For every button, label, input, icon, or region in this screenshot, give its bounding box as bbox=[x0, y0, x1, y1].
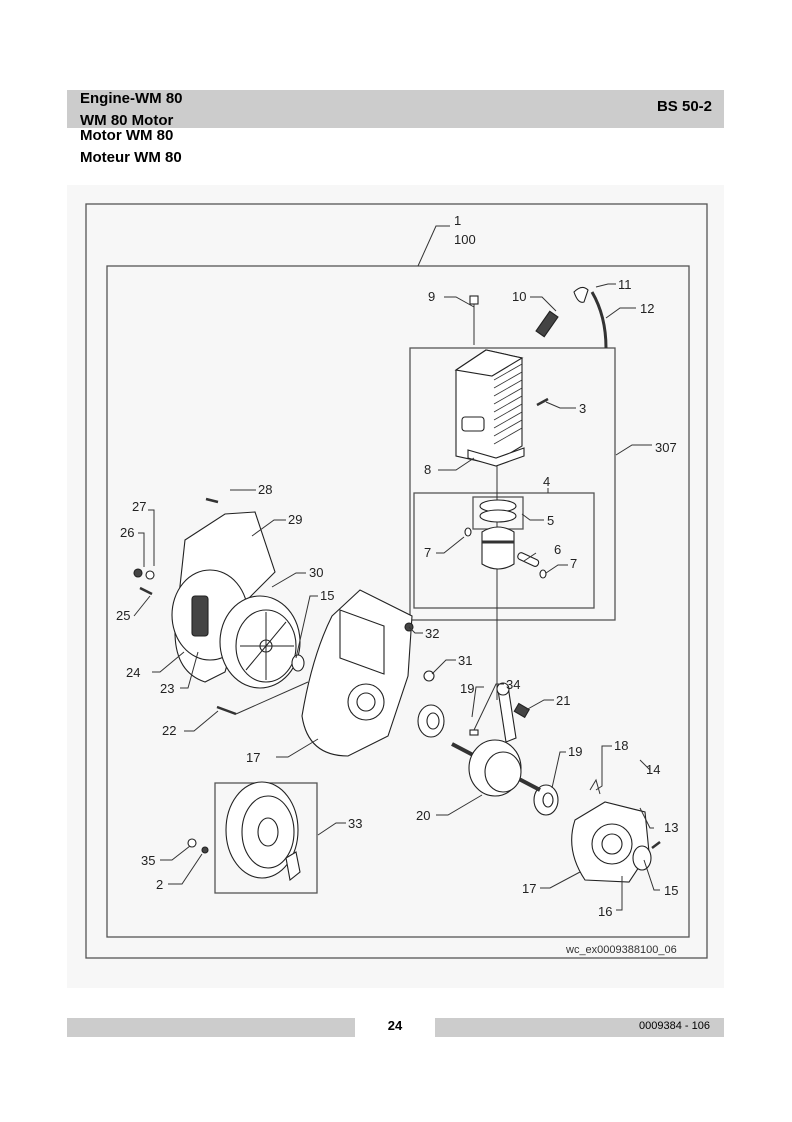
callout-35: 35 bbox=[141, 853, 155, 868]
screw-28-part bbox=[205, 497, 219, 504]
callout-18: 18 bbox=[614, 738, 628, 753]
callout-30: 30 bbox=[309, 565, 323, 580]
footer-bar-left bbox=[67, 1018, 355, 1037]
cylinder-bolt-part bbox=[469, 295, 479, 345]
screw-25-part bbox=[139, 586, 153, 596]
callout-1: 1 bbox=[454, 213, 461, 228]
nut-part bbox=[133, 568, 143, 578]
callout-33: 33 bbox=[348, 816, 362, 831]
outer-frame bbox=[85, 203, 708, 959]
callout-16: 16 bbox=[598, 904, 612, 919]
screw-35-part bbox=[187, 838, 197, 848]
title-german: Motor WM 80 bbox=[80, 127, 174, 144]
model-code: BS 50-2 bbox=[656, 98, 712, 115]
crankcase-right-part bbox=[571, 778, 652, 883]
callout-17b: 17 bbox=[522, 881, 536, 896]
cap-31-part bbox=[423, 670, 435, 682]
callout-10: 10 bbox=[512, 289, 526, 304]
callout-19b: 19 bbox=[568, 744, 582, 759]
callout-15a: 15 bbox=[320, 588, 334, 603]
callout-11: 11 bbox=[618, 277, 632, 292]
cylinder-group-frame-307 bbox=[409, 347, 616, 621]
callout-6: 6 bbox=[554, 542, 561, 557]
callout-5: 5 bbox=[547, 513, 554, 528]
callout-26: 26 bbox=[120, 525, 134, 540]
callout-29: 29 bbox=[288, 512, 302, 527]
callout-24: 24 bbox=[126, 665, 140, 680]
flywheel-part bbox=[219, 595, 301, 689]
callout-32: 32 bbox=[425, 626, 439, 641]
recoil-starter-part bbox=[225, 781, 301, 882]
piston-group-frame-4 bbox=[413, 492, 595, 609]
callout-25: 25 bbox=[116, 608, 130, 623]
title-dutch: WM 80 Motor bbox=[80, 112, 174, 129]
crankcase-left-part bbox=[301, 589, 413, 757]
callout-3: 3 bbox=[579, 401, 586, 416]
page-number: 24 bbox=[387, 1018, 403, 1033]
footer-bar-right bbox=[435, 1018, 724, 1037]
assembly-frame-100 bbox=[106, 265, 690, 938]
callout-17a: 17 bbox=[246, 750, 260, 765]
callout-4: 4 bbox=[543, 474, 550, 489]
document-number: 0009384 - 106 bbox=[639, 1020, 710, 1032]
callout-100: 100 bbox=[454, 232, 476, 247]
figure-reference: wc_ex0009388100_06 bbox=[565, 944, 677, 956]
callout-7b: 7 bbox=[570, 556, 577, 571]
callout-13: 13 bbox=[664, 820, 678, 835]
spark-plug-part bbox=[535, 286, 608, 349]
callout-23: 23 bbox=[160, 681, 174, 696]
washer-part bbox=[145, 570, 155, 580]
callout-19a: 19 bbox=[460, 681, 474, 696]
seal-15-part bbox=[291, 654, 305, 672]
header-bar bbox=[67, 90, 724, 128]
callout-21: 21 bbox=[556, 693, 570, 708]
crankshaft-part bbox=[451, 682, 541, 797]
screw-22-part bbox=[216, 705, 237, 716]
callout-7a: 7 bbox=[424, 545, 431, 560]
screw-14-part bbox=[651, 841, 661, 849]
callout-9: 9 bbox=[428, 289, 435, 304]
callout-27: 27 bbox=[132, 499, 146, 514]
bearing-right-part bbox=[533, 784, 559, 816]
callout-2: 2 bbox=[156, 877, 163, 892]
callout-307: 307 bbox=[655, 440, 677, 455]
callout-15b: 15 bbox=[664, 883, 678, 898]
bearing-left-part bbox=[417, 704, 445, 738]
cylinder-part bbox=[454, 349, 525, 467]
callout-34: 34 bbox=[506, 677, 520, 692]
callout-8: 8 bbox=[424, 462, 431, 477]
callout-22: 22 bbox=[162, 723, 176, 738]
callout-12: 12 bbox=[640, 301, 654, 316]
callout-28: 28 bbox=[258, 482, 272, 497]
callout-31: 31 bbox=[458, 653, 472, 668]
callout-14: 14 bbox=[646, 762, 660, 777]
title-english: Engine-WM 80 bbox=[80, 90, 183, 107]
washer-2-part bbox=[201, 846, 209, 854]
title-french: Moteur WM 80 bbox=[80, 149, 182, 166]
piston-part bbox=[464, 499, 547, 579]
callout-20: 20 bbox=[416, 808, 430, 823]
stud-part bbox=[536, 397, 549, 407]
